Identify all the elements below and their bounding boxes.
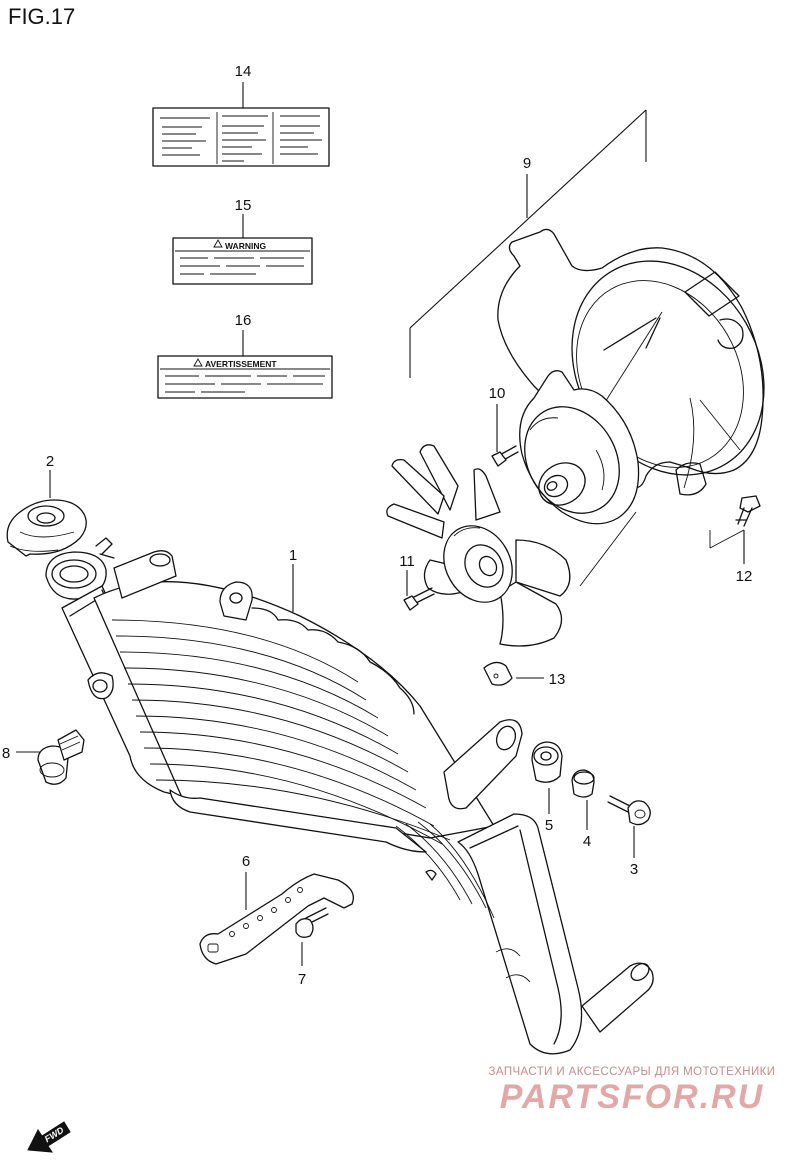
callout-3: 3 <box>630 861 638 878</box>
callout-11: 11 <box>399 553 415 570</box>
callout-1: 1 <box>289 547 297 564</box>
callout-9: 9 <box>523 155 531 172</box>
callout-5: 5 <box>545 817 553 834</box>
bolt-3 <box>607 795 651 826</box>
shroud-9-bracket <box>409 109 647 378</box>
label-15-warning-sticker: WARNING <box>172 237 313 285</box>
callout-numbers: 1 2 3 4 5 6 7 8 9 10 11 12 13 14 15 16 <box>2 63 753 988</box>
radiator-cap <box>6 499 87 557</box>
radiator-fins <box>111 619 451 845</box>
callout-4: 4 <box>583 833 591 850</box>
callout-2: 2 <box>46 453 54 470</box>
callout-10: 10 <box>489 385 506 402</box>
fwd-arrow-icon: FWD <box>27 1121 71 1153</box>
fan-shroud <box>497 228 765 496</box>
watermark: ЗАПЧАСТИ И АКСЕССУАРЫ ДЛЯ МОТОТЕХНИКИ PA… <box>489 1066 776 1116</box>
callout-12: 12 <box>736 568 753 585</box>
radiator <box>45 537 654 1055</box>
warning-label-text: WARNING <box>225 241 266 251</box>
callout-6: 6 <box>242 853 250 870</box>
drain-plug-8 <box>37 729 85 785</box>
clip-13 <box>483 661 513 686</box>
watermark-logo: PARTSFOR.RU <box>500 1078 764 1116</box>
avertissement-label-text: AVERTISSEMENT <box>205 359 277 369</box>
figure-title: FIG.17 <box>8 4 75 29</box>
callout-13: 13 <box>549 671 566 688</box>
callout-7: 7 <box>298 971 306 988</box>
bolt-12 <box>735 495 761 527</box>
callout-8: 8 <box>2 745 10 762</box>
fan-blade <box>386 444 571 647</box>
bolt-10 <box>491 445 519 467</box>
callout-15: 15 <box>235 197 252 214</box>
bolt-11 <box>403 587 435 611</box>
bolt-7 <box>295 907 329 938</box>
callout-14: 14 <box>235 63 252 80</box>
grommet-5 <box>531 741 563 783</box>
label-14-sticker <box>152 107 330 167</box>
watermark-tagline: ЗАПЧАСТИ И АКСЕССУАРЫ ДЛЯ МОТОТЕХНИКИ <box>489 1066 776 1078</box>
collar-4 <box>571 769 595 798</box>
label-16-avertissement-sticker: AVERTISSEMENT <box>157 355 333 399</box>
fan-motor <box>519 370 640 525</box>
bracket-6 <box>199 873 355 965</box>
callout-16: 16 <box>235 312 252 329</box>
